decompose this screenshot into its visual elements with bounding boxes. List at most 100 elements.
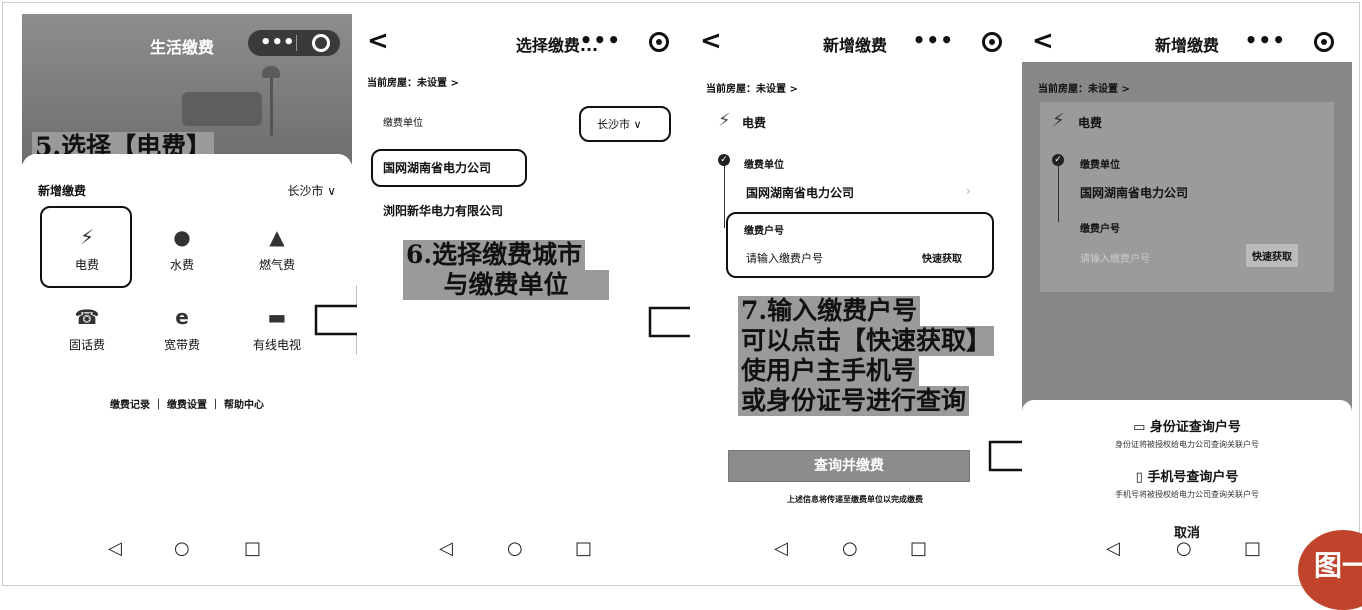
more-menu-button[interactable]: ••• (1244, 28, 1286, 52)
unit-option[interactable]: 国网湖南省电力公司 (383, 161, 492, 175)
nav-recent-icon[interactable]: □ (575, 538, 593, 559)
service-label: 水费 (169, 258, 194, 272)
query-options-sheet: ▭ 身份证查询户号 身份证将被授权给电力公司查询关联户号 ▯ 手机号查询户号 手… (1022, 400, 1352, 574)
query-pay-button[interactable]: 查询并缴费 (728, 450, 970, 482)
nav-back-icon[interactable]: ◁ (108, 538, 122, 559)
step-caption-line: 7.输入缴费户号 (738, 296, 921, 326)
nav-home-icon[interactable]: ○ (842, 538, 858, 559)
nav-home-icon[interactable]: ○ (507, 538, 523, 559)
cancel-button[interactable]: 取消 (1173, 526, 1200, 541)
current-house: 当前房屋：未设置 > (1038, 84, 1130, 95)
account-label: 缴费户号 (1080, 224, 1120, 235)
step-caption-line: 与缴费单位 (403, 270, 609, 300)
account-label: 缴费户号 (744, 226, 784, 237)
nav-bar: < 选择缴费... ••• (357, 26, 687, 62)
page-title: 新增缴费 (822, 36, 887, 55)
step-caption-line: 可以点击【快速获取】 (738, 326, 995, 356)
service-landline[interactable]: ☎ 固话费 (42, 304, 132, 353)
service-electricity[interactable]: ⚡ 电费 (42, 224, 132, 273)
figure-frame (2, 2, 1360, 586)
option-subtitle: 身份证将被授权给电力公司查询关联户号 (1115, 440, 1259, 449)
city-selector[interactable]: 长沙市 ∨ (287, 184, 336, 198)
unit-value: 国网湖南省电力公司 (1080, 186, 1189, 200)
phone-screen-1: 生活缴费 ••• 5.选择【电费】 新增缴费 长沙市 ∨ ⚡ 电费 ● 水费 ▲… (22, 14, 352, 574)
service-label: 宽带费 (163, 338, 200, 352)
service-water[interactable]: ● 水费 (137, 224, 227, 273)
system-nav: ◁ ○ □ (690, 540, 1020, 560)
phone-screen-3: < 新增缴费 ••• 当前房屋：未设置 > ⚡ 电费 ✓ 缴费单位 国网湖南省电… (690, 14, 1020, 574)
service-gas[interactable]: ▲ 燃气费 (232, 224, 322, 273)
option-phone[interactable]: ▯ 手机号查询户号 手机号将被授权给电力公司查询关联户号 (1022, 466, 1352, 500)
system-nav: ◁ ○ □ (357, 540, 687, 560)
nav-back-icon[interactable]: ◁ (774, 538, 788, 559)
nav-recent-icon[interactable]: □ (244, 538, 262, 559)
highlight-unit (371, 149, 527, 187)
back-chevron-icon[interactable]: < (1032, 26, 1054, 56)
system-nav: ◁ ○ □ (1022, 540, 1352, 560)
highlight-electricity (40, 206, 132, 288)
option-title: 身份证查询户号 (1149, 420, 1241, 435)
nav-home-icon[interactable]: ○ (174, 538, 190, 559)
service-label: 有线电视 (252, 338, 301, 352)
quick-fetch-button[interactable]: 快速获取 (922, 254, 962, 265)
nav-recent-icon[interactable]: □ (910, 538, 928, 559)
lightning-icon: ⚡ (79, 225, 95, 249)
unit-value[interactable]: 国网湖南省电力公司 (746, 186, 855, 200)
service-cable-tv[interactable]: ▬ 有线电视 (232, 304, 322, 353)
system-nav: ◁ ○ □ (22, 540, 352, 560)
phone-icon: ☎ (74, 305, 100, 329)
more-menu-button[interactable]: ••• (912, 28, 954, 52)
close-target-icon[interactable] (649, 32, 669, 52)
check-icon: ✓ (1052, 154, 1064, 166)
close-target-icon[interactable] (312, 34, 330, 52)
nav-home-icon[interactable]: ○ (1176, 538, 1192, 559)
broadband-e-icon: e (175, 305, 189, 329)
nav-back-icon[interactable]: ◁ (439, 538, 453, 559)
option-subtitle: 手机号将被授权给电力公司查询关联户号 (1115, 490, 1259, 499)
page-title: 生活缴费 (150, 38, 215, 57)
step-line (1058, 166, 1059, 222)
phone-screen-2: < 选择缴费... ••• 当前房屋：未设置 > 缴费单位 长沙市 ∨ 国网湖南… (357, 14, 687, 574)
section-title: 新增缴费 (38, 184, 87, 198)
sofa-illustration (182, 92, 262, 126)
nav-recent-icon[interactable]: □ (1244, 538, 1262, 559)
phone-screen-4: < 新增缴费 ••• 当前房屋：未设置 > ⚡ 电费 ✓ 缴费单位 国网湖南省电… (1022, 14, 1352, 574)
nav-back-icon[interactable]: ◁ (1106, 538, 1120, 559)
footer-links[interactable]: 缴费记录 ｜ 缴费设置 ｜ 帮助中心 (110, 400, 264, 411)
unit-option[interactable]: 浏阳新华电力有限公司 (383, 204, 504, 218)
service-label: 燃气费 (258, 258, 295, 272)
dimmed-background: 当前房屋：未设置 > ⚡ 电费 ✓ 缴费单位 国网湖南省电力公司 缴费户号 请输… (1022, 62, 1352, 412)
option-id-card[interactable]: ▭ 身份证查询户号 身份证将被授权给电力公司查询关联户号 (1022, 416, 1352, 450)
service-label: 电费 (74, 258, 99, 272)
close-target-icon[interactable] (1314, 32, 1334, 52)
check-icon: ✓ (718, 154, 730, 166)
city-value: 长沙市 ∨ (597, 118, 642, 131)
step-caption-line: 6.选择缴费城市 (403, 240, 586, 270)
form-card: ⚡ 电费 ✓ 缴费单位 国网湖南省电力公司 缴费户号 请输入缴费户号 快速获取 (1040, 102, 1334, 292)
category-label: 电费 (742, 116, 767, 130)
option-title: 手机号查询户号 (1147, 470, 1239, 485)
city-dropdown[interactable]: 长沙市 ∨ (579, 106, 671, 142)
back-chevron-icon[interactable]: < (367, 26, 389, 56)
disclaimer: 上述信息将传递至缴费单位以完成缴费 (787, 495, 923, 504)
step-caption-line: 使用户主手机号 (738, 356, 920, 386)
more-menu-button[interactable]: ••• (260, 32, 295, 53)
water-drop-icon: ● (173, 225, 191, 249)
current-house[interactable]: 当前房屋：未设置 > (706, 84, 798, 95)
chevron-right-icon: › (966, 184, 971, 198)
back-chevron-icon[interactable]: < (700, 26, 722, 56)
step-line (724, 166, 725, 228)
account-input-group (726, 212, 994, 278)
lightning-icon: ⚡ (1052, 110, 1065, 131)
account-input[interactable]: 请输入缴费户号 (746, 252, 823, 265)
more-menu-button[interactable]: ••• (579, 28, 621, 52)
step-caption-line: 或身份证号进行查询 (738, 386, 970, 416)
close-target-icon[interactable] (982, 32, 1002, 52)
page-title: 新增缴费 (1154, 36, 1219, 55)
smartphone-icon: ▯ (1135, 470, 1148, 485)
page-title: 选择缴费... (515, 36, 599, 55)
service-broadband[interactable]: e 宽带费 (137, 304, 227, 353)
tv-icon: ▬ (267, 305, 287, 329)
capsule-divider (296, 35, 297, 51)
current-house[interactable]: 当前房屋：未设置 > (367, 78, 459, 89)
